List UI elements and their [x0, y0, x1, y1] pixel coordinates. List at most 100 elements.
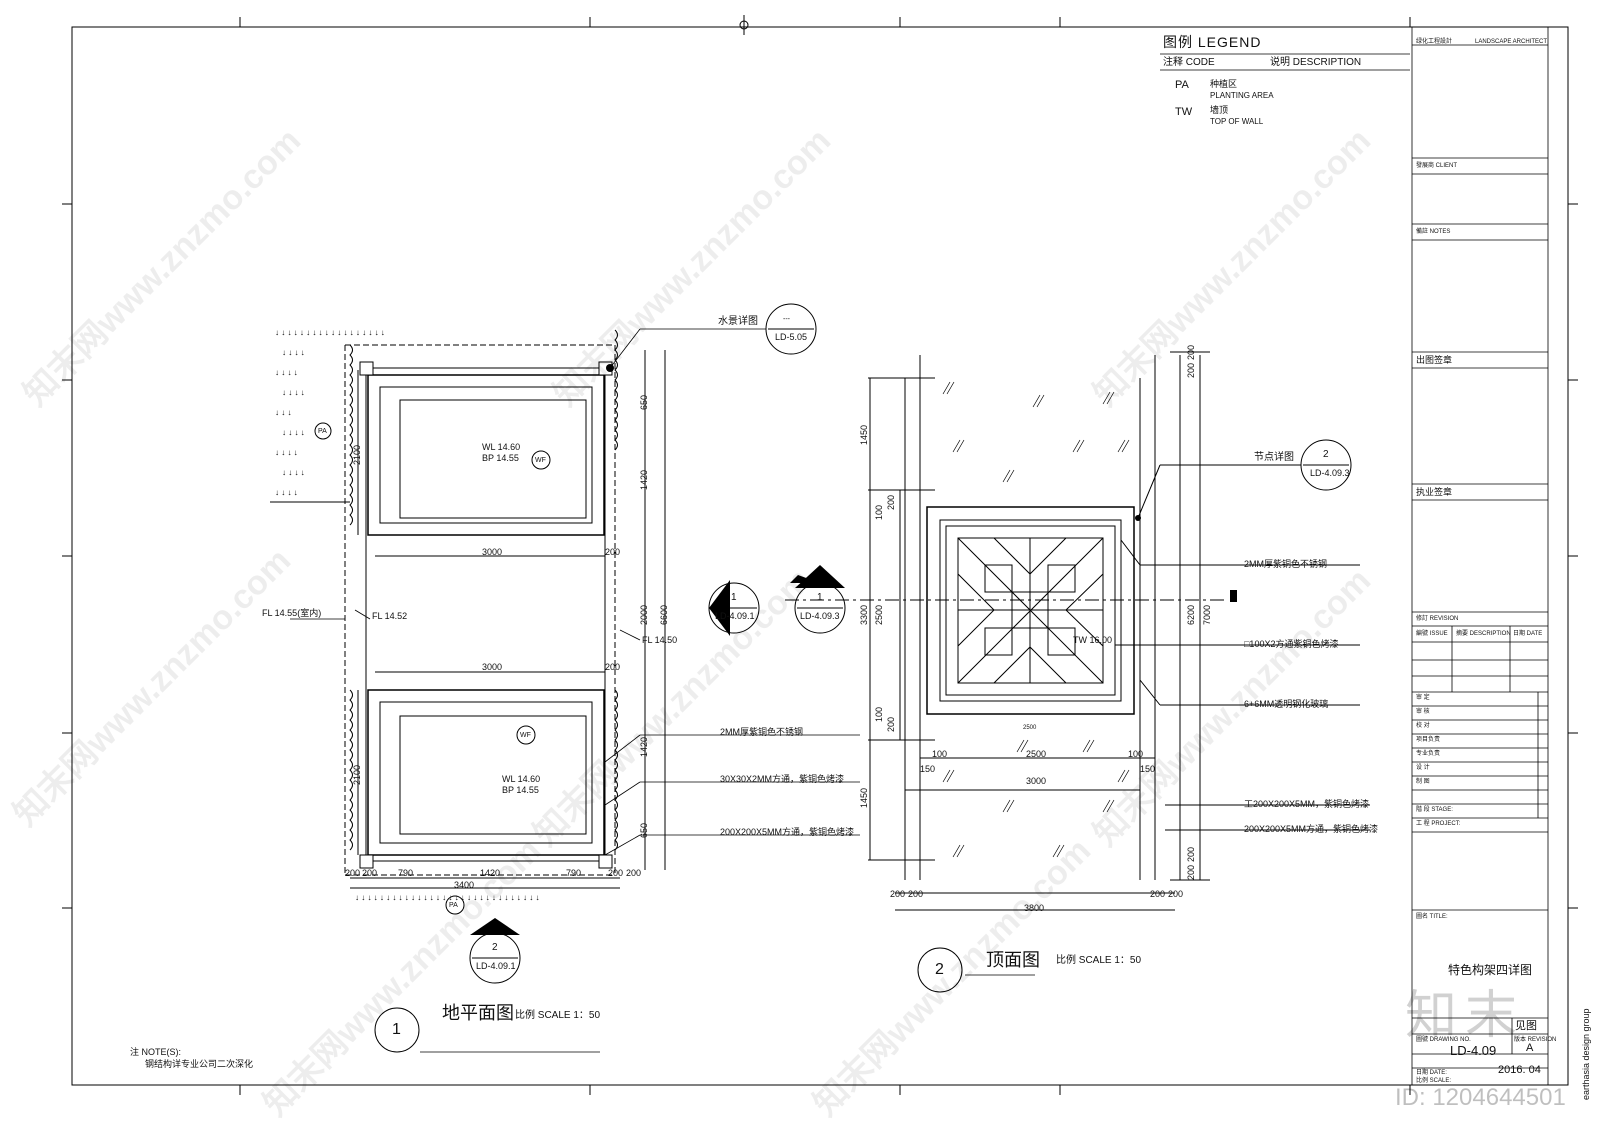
- legend-en-tw: TOP OF WALL: [1210, 117, 1264, 126]
- roof-dim: 200: [1186, 864, 1196, 880]
- roof-dim: 200: [1186, 362, 1196, 378]
- brand-logo: 知末: [1405, 987, 1526, 1045]
- plan-dim: 1420: [480, 868, 501, 878]
- plan-dim: 200: [345, 868, 361, 878]
- plan-number: 1: [392, 1021, 401, 1038]
- plan-note-1: 2MM厚紫铜色不锈钢: [720, 727, 803, 737]
- svg-text:↓ ↓ ↓ ↓: ↓ ↓ ↓ ↓: [275, 488, 298, 497]
- roof-dim: 200: [1168, 889, 1184, 899]
- svg-text:↓ ↓ ↓ ↓: ↓ ↓ ↓ ↓: [282, 388, 305, 397]
- tb-notes: 備註 NOTES: [1416, 229, 1451, 235]
- tb-rev-col-desc: 摘要 DESCRIPTION: [1456, 631, 1511, 637]
- plan-pa-tag: PA: [449, 902, 458, 909]
- roof-dim: 150: [920, 764, 936, 774]
- tb-see: 见图: [1515, 1020, 1537, 1032]
- plan-note-2: 30X30X2MM方通，紫铜色烤漆: [720, 774, 845, 784]
- plan-wf-tag: WF: [520, 732, 531, 739]
- roof-dim: 100: [874, 504, 884, 520]
- roof-dim: 1450: [859, 424, 869, 445]
- plan-dim: 2100: [352, 764, 362, 785]
- fl-1: FL 14.52: [372, 611, 408, 621]
- section-bottom-ref: LD-4.09.1: [476, 961, 516, 971]
- roof-dim: 100: [932, 749, 948, 759]
- svg-text:↓ ↓ ↓ ↓ ↓ ↓ ↓ ↓ ↓ ↓ ↓ ↓ ↓ ↓ ↓: ↓ ↓ ↓ ↓ ↓ ↓ ↓ ↓ ↓ ↓ ↓ ↓ ↓ ↓ ↓ ↓ ↓ ↓: [275, 328, 385, 337]
- roof-dim: 3300: [859, 604, 869, 625]
- roof-dim: 100: [1128, 749, 1144, 759]
- roof-dim: 200: [1186, 846, 1196, 862]
- roof-dim: 200: [1150, 889, 1166, 899]
- svg-text:↓ ↓ ↓ ↓: ↓ ↓ ↓ ↓: [282, 428, 305, 437]
- fl-indoor: FL 14.55(室内): [262, 608, 322, 618]
- roof-dim: 200: [886, 716, 896, 732]
- legend-code-label: 注释 CODE: [1163, 57, 1215, 68]
- water-detail-ref: LD-5.05: [775, 332, 808, 342]
- roof-dim: 2500: [874, 604, 884, 625]
- plan-wf-tag: WF: [535, 457, 546, 464]
- plan-dim: 3400: [454, 880, 475, 890]
- tb-firm: earthasia design group: [1581, 1008, 1591, 1100]
- plan-dim: 2100: [352, 444, 362, 465]
- water-detail-label: 水景详图: [718, 316, 758, 327]
- tb-practice-sign: 执业签章: [1416, 487, 1453, 497]
- plan-dim: 200: [605, 547, 621, 557]
- svg-text:↓ ↓ ↓: ↓ ↓ ↓: [275, 408, 291, 417]
- tb-revision-label: 版本 REVISION: [1514, 1037, 1557, 1043]
- roof-dim: 200: [886, 494, 896, 510]
- tb-title-label: 圖名 TITLE:: [1416, 914, 1448, 920]
- svg-text:↓ ↓ ↓ ↓: ↓ ↓ ↓ ↓: [282, 468, 305, 477]
- tb-revision: 修訂 REVISION: [1416, 616, 1459, 622]
- legend-desc-label: 说明 DESCRIPTION: [1270, 57, 1362, 68]
- section-left-num: 1: [817, 592, 823, 603]
- notes-line: 钢结构详专业公司二次深化: [145, 1059, 254, 1069]
- tb-role: 审 定: [1416, 695, 1430, 701]
- legend-en-pa: PLANTING AREA: [1210, 91, 1274, 100]
- plan-dim: 200: [605, 662, 621, 672]
- legend-code-tw: TW: [1175, 106, 1193, 118]
- roof-dim: 3800: [1024, 903, 1045, 913]
- tb-project: 工 程 PROJECT:: [1416, 821, 1461, 827]
- plan-dim: 200: [362, 868, 378, 878]
- tb-drawing-title: 特色构架四详图: [1448, 963, 1533, 977]
- roof-scale: 比例 SCALE 1：50: [1056, 955, 1142, 966]
- svg-text:↓ ↓ ↓ ↓: ↓ ↓ ↓ ↓: [275, 368, 298, 377]
- section-right-num: 1: [731, 592, 737, 603]
- legend-cn-pa: 种植区: [1210, 79, 1238, 89]
- tb-role: 审 核: [1416, 709, 1430, 715]
- svg-text:↓ ↓ ↓ ↓ ↓ ↓ ↓ ↓ ↓ ↓ ↓ ↓ ↓ ↓ ↓: ↓ ↓ ↓ ↓ ↓ ↓ ↓ ↓ ↓ ↓ ↓ ↓ ↓ ↓ ↓ ↓ ↓ ↓ ↓ ↓ …: [355, 893, 539, 902]
- node-detail-label: 节点详图: [1254, 452, 1294, 463]
- tb-client: 發展商 CLIENT: [1416, 163, 1458, 169]
- plan-dim: 3000: [482, 547, 503, 557]
- watermark-id: ID: 1204644501: [1395, 1084, 1566, 1111]
- roof-note-2: □100X2方通紫铜色烤漆: [1244, 639, 1339, 649]
- roof-dim: 200: [908, 889, 924, 899]
- roof-dim: 1450: [859, 787, 869, 808]
- tb-issue-sign: 出图签章: [1416, 355, 1453, 365]
- tb-rev-col-date: 日期 DATE: [1513, 631, 1543, 637]
- legend-title: 图例 LEGEND: [1163, 34, 1262, 50]
- tb-rev-col-issue: 編號 ISSUE: [1416, 631, 1448, 637]
- roof-note-1: 2MM厚紫铜色不锈钢: [1244, 559, 1327, 569]
- roof-dim-small: 2500: [1023, 725, 1037, 731]
- tb-stage: 階 段 STAGE:: [1416, 807, 1453, 813]
- plan-dim: 790: [398, 868, 414, 878]
- roof-note-4: 工200X200X5MM，紫铜色烤漆: [1244, 799, 1370, 809]
- roof-dim: 150: [1140, 764, 1156, 774]
- plan-note-3: 200X200X5MM方通，紫铜色烤漆: [720, 827, 855, 837]
- plan-dim: 6600: [659, 604, 669, 625]
- plan-wl-1: WL 14.60: [482, 442, 521, 452]
- section-bottom-num: 2: [492, 942, 498, 953]
- roof-dim: 6200: [1186, 604, 1196, 625]
- roof-tw: TW 16.00: [1073, 635, 1113, 645]
- plan-bp-2: BP 14.55: [502, 785, 539, 795]
- water-detail-top: ---: [783, 316, 790, 323]
- plan-dim: 200: [608, 868, 624, 878]
- roof-title: 顶面图: [986, 950, 1040, 970]
- plan-dim: 790: [566, 868, 582, 878]
- svg-text:↓ ↓ ↓ ↓: ↓ ↓ ↓ ↓: [282, 348, 305, 357]
- roof-dim: 3000: [1026, 776, 1047, 786]
- tb-role: 专业负责: [1416, 751, 1441, 757]
- roof-dim: 7000: [1202, 604, 1212, 625]
- roof-dim: 100: [874, 706, 884, 722]
- tb-drawing-no: LD-4.09: [1450, 1043, 1497, 1058]
